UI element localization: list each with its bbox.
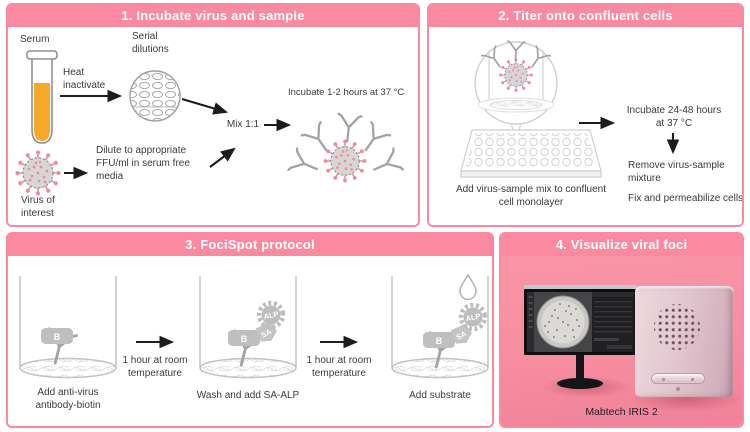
96-well-plate-icon — [460, 129, 602, 178]
handle-dot — [691, 378, 694, 381]
mix-label: Mix 1:1 — [226, 119, 260, 130]
viral-foci-spots — [544, 303, 580, 338]
alp-label: ALP — [263, 309, 280, 321]
panel-4-title: 4. Visualize viral foci — [501, 234, 742, 256]
add-substrate-label: Add substrate — [409, 390, 471, 401]
alp-enzyme-icon: ALP — [458, 302, 488, 332]
panel-titer-onto-confluent-cells: 2. Titer onto confluent cells — [427, 3, 744, 227]
instrument-button — [676, 387, 680, 391]
dilute-ffu-label: Dilute to appropriate FFU/ml in serum fr… — [96, 145, 190, 182]
panel-focispot-protocol: 3. FociSpot protocol B — [6, 232, 494, 428]
panel-2-body: Incubate 24-48 hours at 37 °C Remove vir… — [429, 27, 742, 225]
panel-visualize-viral-foci: 4. Visualize viral foci — [499, 232, 744, 428]
biotin-b-label: B — [241, 334, 248, 344]
well-sa-alp-icon: B SA ALP — [199, 276, 297, 379]
flow-arrows — [60, 89, 292, 180]
alp-enzyme-icon: ALP — [256, 300, 286, 330]
serum-test-tube-icon — [26, 50, 58, 144]
panel-1-title: 1. Incubate virus and sample — [8, 5, 418, 27]
serial-dilutions-label: Serial dilutions — [132, 31, 169, 55]
biotin-b-label: B — [54, 332, 61, 342]
duration-1-label: 1 hour at room temperature — [122, 355, 188, 379]
incubate-1-2-hours-label: Incubate 1-2 hours at 37 °C — [288, 87, 405, 98]
monitor-base — [557, 378, 603, 389]
virus-icon — [16, 151, 61, 196]
well-substrate-icon: B SA ALP — [391, 273, 489, 379]
panel-3-graphics: B B SA ALP — [19, 273, 489, 379]
iris-reader-photo: Mabtech IRIS 2 — [501, 256, 742, 426]
flow-arrows — [579, 116, 680, 155]
panel-4-body: Mabtech IRIS 2 — [501, 256, 742, 426]
panel-2-title: 2. Titer onto confluent cells — [429, 5, 742, 27]
serial-dilution-plate-icon — [129, 70, 181, 122]
incubate-24-48-label-line1: Incubate 24-48 hours — [626, 105, 722, 116]
incubate-24-48-label-line2: at 37 °C — [655, 118, 693, 129]
panel-3-body: B B SA ALP — [8, 256, 492, 426]
monitor-stand — [576, 355, 584, 382]
remove-virus-sample-label: Remove virus-sample mixture — [628, 160, 725, 184]
panel-1-body: Serum Heat inactivate Serial dilutions M… — [8, 27, 418, 225]
monitor-screen — [527, 292, 634, 352]
mabtech-iris-caption: Mabtech IRIS 2 — [585, 406, 658, 418]
duration-2-label: 1 hour at room temperature — [306, 355, 372, 379]
fix-permeabilize-label: Fix and permeabilize cells — [628, 193, 744, 204]
panel-3-title: 3. FociSpot protocol — [8, 234, 492, 256]
monitor-top-edge — [524, 285, 637, 289]
monitor — [524, 289, 637, 355]
speaker-dot-pattern — [654, 304, 700, 350]
panel-2-graphics — [460, 40, 680, 178]
wash-add-sa-alp-label: Wash and add SA-ALP — [196, 390, 300, 401]
add-antibody-biotin-label: Add anti-virus antibody-biotin — [35, 387, 101, 411]
panel-1-graphics — [8, 50, 404, 225]
serum-label: Serum — [20, 34, 50, 45]
biotin-b-label: B — [436, 336, 443, 346]
well-antibody-biotin-icon: B — [19, 276, 117, 379]
add-virus-sample-mix-label: Add virus-sample mix to confluent cell m… — [455, 184, 607, 208]
panel-incubate-virus-and-sample: 1. Incubate virus and sample — [6, 3, 420, 227]
virus-of-interest-label: Virus of interest — [21, 195, 55, 219]
handle-dot — [662, 378, 665, 381]
alp-label: ALP — [465, 311, 482, 323]
magnified-well-icon — [474, 40, 558, 138]
heat-inactivate-label: Heat inactivate — [63, 67, 106, 91]
instrument-handle — [651, 373, 705, 384]
iris-instrument — [635, 286, 734, 397]
substrate-droplet-icon — [459, 273, 477, 301]
virus-antibody-complex-icon — [287, 112, 404, 183]
